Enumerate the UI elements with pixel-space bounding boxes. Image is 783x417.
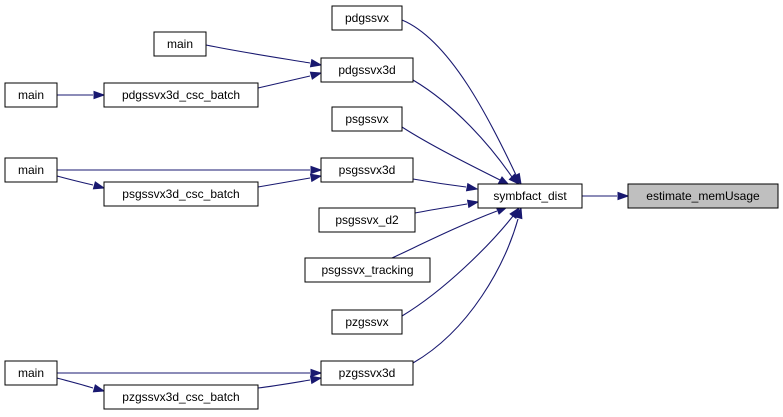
edge-line <box>391 210 498 259</box>
edge-psgssvx-d2-to-symbfact-dist <box>414 199 480 214</box>
arrowhead-icon <box>310 165 323 175</box>
edge-pdgssvx3d-csc-batch-to-pdgssvx3d <box>257 71 323 89</box>
node-label: main <box>18 163 44 177</box>
node-box <box>331 5 403 31</box>
node-label: pzgssvx3d <box>339 366 396 380</box>
edge-psgssvx-tracking-to-symbfact-dist <box>391 206 509 259</box>
node-label: pdgssvx3d <box>338 63 395 77</box>
node-main-1[interactable]: main <box>153 31 207 57</box>
edge-pzgssvx3d-csc-batch-to-pzgssvx3d <box>257 375 323 389</box>
node-label: main <box>167 37 193 51</box>
edge-main-1-to-pdgssvx3d <box>205 44 323 68</box>
node-label: pdgssvx3d_csc_batch <box>122 88 240 102</box>
node-psgssvx3d[interactable]: psgssvx3d <box>320 157 414 183</box>
node-box <box>627 183 779 209</box>
edge-psgssvx3d-to-symbfact-dist <box>412 178 479 192</box>
node-symbfact-dist[interactable]: symbfact_dist <box>477 183 583 209</box>
arrowhead-icon <box>508 173 521 186</box>
node-box <box>331 309 403 335</box>
node-label: psgssvx3d_csc_batch <box>122 187 239 201</box>
node-box <box>153 31 207 57</box>
node-pzgssvx[interactable]: pzgssvx <box>331 309 403 335</box>
node-pdgssvx[interactable]: pdgssvx <box>331 5 403 31</box>
node-box <box>103 384 259 410</box>
edge-psgssvx-to-symbfact-dist <box>401 126 511 186</box>
node-psgssvx[interactable]: psgssvx <box>331 106 403 132</box>
node-box <box>320 57 414 83</box>
node-label: psgssvx <box>345 112 388 126</box>
edge-line <box>401 215 514 317</box>
arrowhead-icon <box>465 182 479 192</box>
node-main-3[interactable]: main <box>4 157 58 183</box>
edge-line <box>205 44 311 64</box>
edge-main-3-to-psgssvx3d-csc-batch <box>56 175 106 190</box>
node-label: pzgssvx <box>345 315 388 329</box>
edge-symbfact-dist-to-estimate-memUsage <box>582 191 630 201</box>
edge-line <box>412 218 519 364</box>
edge-line <box>414 203 468 214</box>
node-label: psgssvx3d <box>339 163 396 177</box>
node-psgssvx3d-csc-batch[interactable]: psgssvx3d_csc_batch <box>103 181 259 207</box>
node-label: estimate_memUsage <box>646 189 760 203</box>
node-box <box>331 106 403 132</box>
edge-line <box>412 79 513 178</box>
edge-main-2-to-pdgssvx3d-csc-batch <box>57 90 106 100</box>
edge-line <box>257 177 311 188</box>
arrowhead-icon <box>310 368 323 378</box>
edge-main-4-to-pzgssvx3d-csc-batch <box>56 377 106 393</box>
node-pzgssvx3d-csc-batch[interactable]: pzgssvx3d_csc_batch <box>103 384 259 410</box>
edge-pdgssvx-to-symbfact-dist <box>401 19 522 186</box>
node-box <box>320 360 414 386</box>
edge-psgssvx3d-csc-batch-to-psgssvx3d <box>257 173 323 188</box>
node-label: pdgssvx <box>345 11 389 25</box>
node-pdgssvx3d-csc-batch[interactable]: pdgssvx3d_csc_batch <box>103 82 259 108</box>
node-box <box>4 157 58 183</box>
node-box <box>318 207 416 233</box>
arrowhead-icon <box>92 384 106 393</box>
arrowhead-icon <box>309 375 323 385</box>
node-label: main <box>18 366 44 380</box>
node-psgssvx-d2[interactable]: psgssvx_d2 <box>318 207 416 233</box>
node-label: psgssvx_tracking <box>321 263 413 277</box>
node-label: symbfact_dist <box>493 189 567 203</box>
node-main-2[interactable]: main <box>4 82 58 108</box>
edge-line <box>401 126 501 181</box>
arrowhead-icon <box>309 71 323 80</box>
node-box <box>304 257 431 283</box>
edge-line <box>412 178 467 188</box>
edge-main-3-to-psgssvx3d <box>57 165 323 175</box>
arrowhead-icon <box>466 199 480 209</box>
edge-pzgssvx3d-to-symbfact-dist <box>412 206 523 364</box>
node-pzgssvx3d[interactable]: pzgssvx3d <box>320 360 414 386</box>
edge-pdgssvx3d-to-symbfact-dist <box>412 79 521 186</box>
node-label: psgssvx_d2 <box>335 213 399 227</box>
node-estimate-memUsage[interactable]: estimate_memUsage <box>627 183 779 209</box>
node-box <box>103 181 259 207</box>
node-psgssvx-tracking[interactable]: psgssvx_tracking <box>304 257 431 283</box>
arrowhead-icon <box>617 191 630 201</box>
arrowhead-icon <box>93 90 106 100</box>
node-box <box>320 157 414 183</box>
edge-main-4-to-pzgssvx3d <box>57 368 323 378</box>
node-pdgssvx3d[interactable]: pdgssvx3d <box>320 57 414 83</box>
node-box <box>477 183 583 209</box>
arrowhead-icon <box>514 206 523 220</box>
edge-line <box>257 75 311 89</box>
arrowhead-icon <box>309 58 323 68</box>
arrowhead-icon <box>309 173 323 183</box>
node-box <box>4 360 58 386</box>
edge-line <box>401 19 517 176</box>
edge-line <box>56 377 94 389</box>
arrowhead-icon <box>92 181 106 190</box>
edge-line <box>56 175 94 186</box>
edge-layer <box>56 19 630 393</box>
node-box <box>4 82 58 108</box>
node-main-4[interactable]: main <box>4 360 58 386</box>
node-box <box>103 82 259 108</box>
node-layer: estimate_memUsage symbfact_dist pdgssvx pdg… <box>4 5 779 410</box>
edge-line <box>257 379 311 389</box>
node-label: pzgssvx3d_csc_batch <box>122 390 239 404</box>
node-label: main <box>18 88 44 102</box>
